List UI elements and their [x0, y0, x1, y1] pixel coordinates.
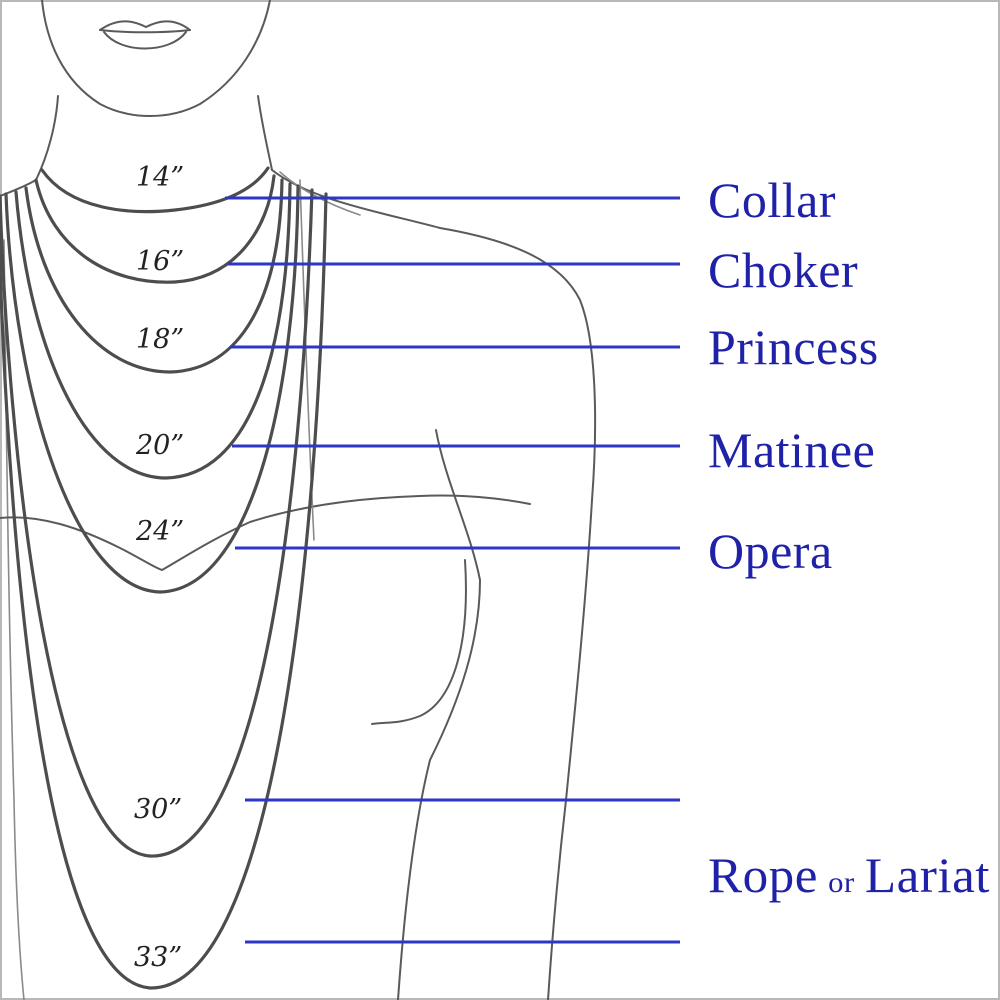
style-labels: Collar Choker Princess Matinee Opera Rop… — [708, 172, 990, 903]
chain-24 — [4, 184, 300, 594]
pointer-lines — [225, 196, 680, 944]
chain-14 — [40, 166, 270, 214]
style-label-collar: Collar — [708, 172, 836, 228]
inner-arm — [397, 429, 481, 1000]
chain-16 — [34, 174, 276, 284]
style-label-princess: Princess — [708, 319, 879, 375]
style-label-choker: Choker — [708, 242, 858, 298]
length-label-16: 16” — [136, 246, 184, 277]
length-labels: 14” 16” 18” 20” 24” 30” 33” — [134, 162, 184, 973]
chain-33 — [0, 192, 328, 990]
lips — [99, 20, 191, 50]
chain-20 — [14, 182, 292, 480]
neck-left — [35, 95, 59, 181]
length-label-33: 33” — [134, 942, 182, 973]
right-shoulder — [271, 169, 597, 1000]
style-label-lariat: Lariat — [865, 847, 990, 903]
style-label-rope: Rope — [708, 847, 818, 903]
garment-neckline — [0, 494, 531, 571]
chain-30 — [0, 188, 314, 858]
necklace-chains — [0, 166, 328, 990]
length-label-14: 14” — [136, 162, 184, 193]
neck-right — [257, 95, 273, 171]
left-shoulder — [0, 179, 37, 197]
length-label-18: 18” — [136, 324, 184, 355]
style-label-opera: Opera — [708, 523, 833, 579]
chin-outline — [41, 0, 271, 117]
length-label-24: 24” — [135, 516, 184, 547]
length-label-30: 30” — [134, 794, 182, 825]
fabric-stroke — [279, 171, 361, 216]
style-label-or: or — [828, 866, 855, 899]
figure-sketch — [0, 0, 597, 1000]
chain-18 — [24, 178, 284, 374]
breast-curve — [371, 559, 467, 725]
style-label-matinee: Matinee — [708, 422, 875, 478]
length-label-20: 20” — [135, 430, 184, 461]
